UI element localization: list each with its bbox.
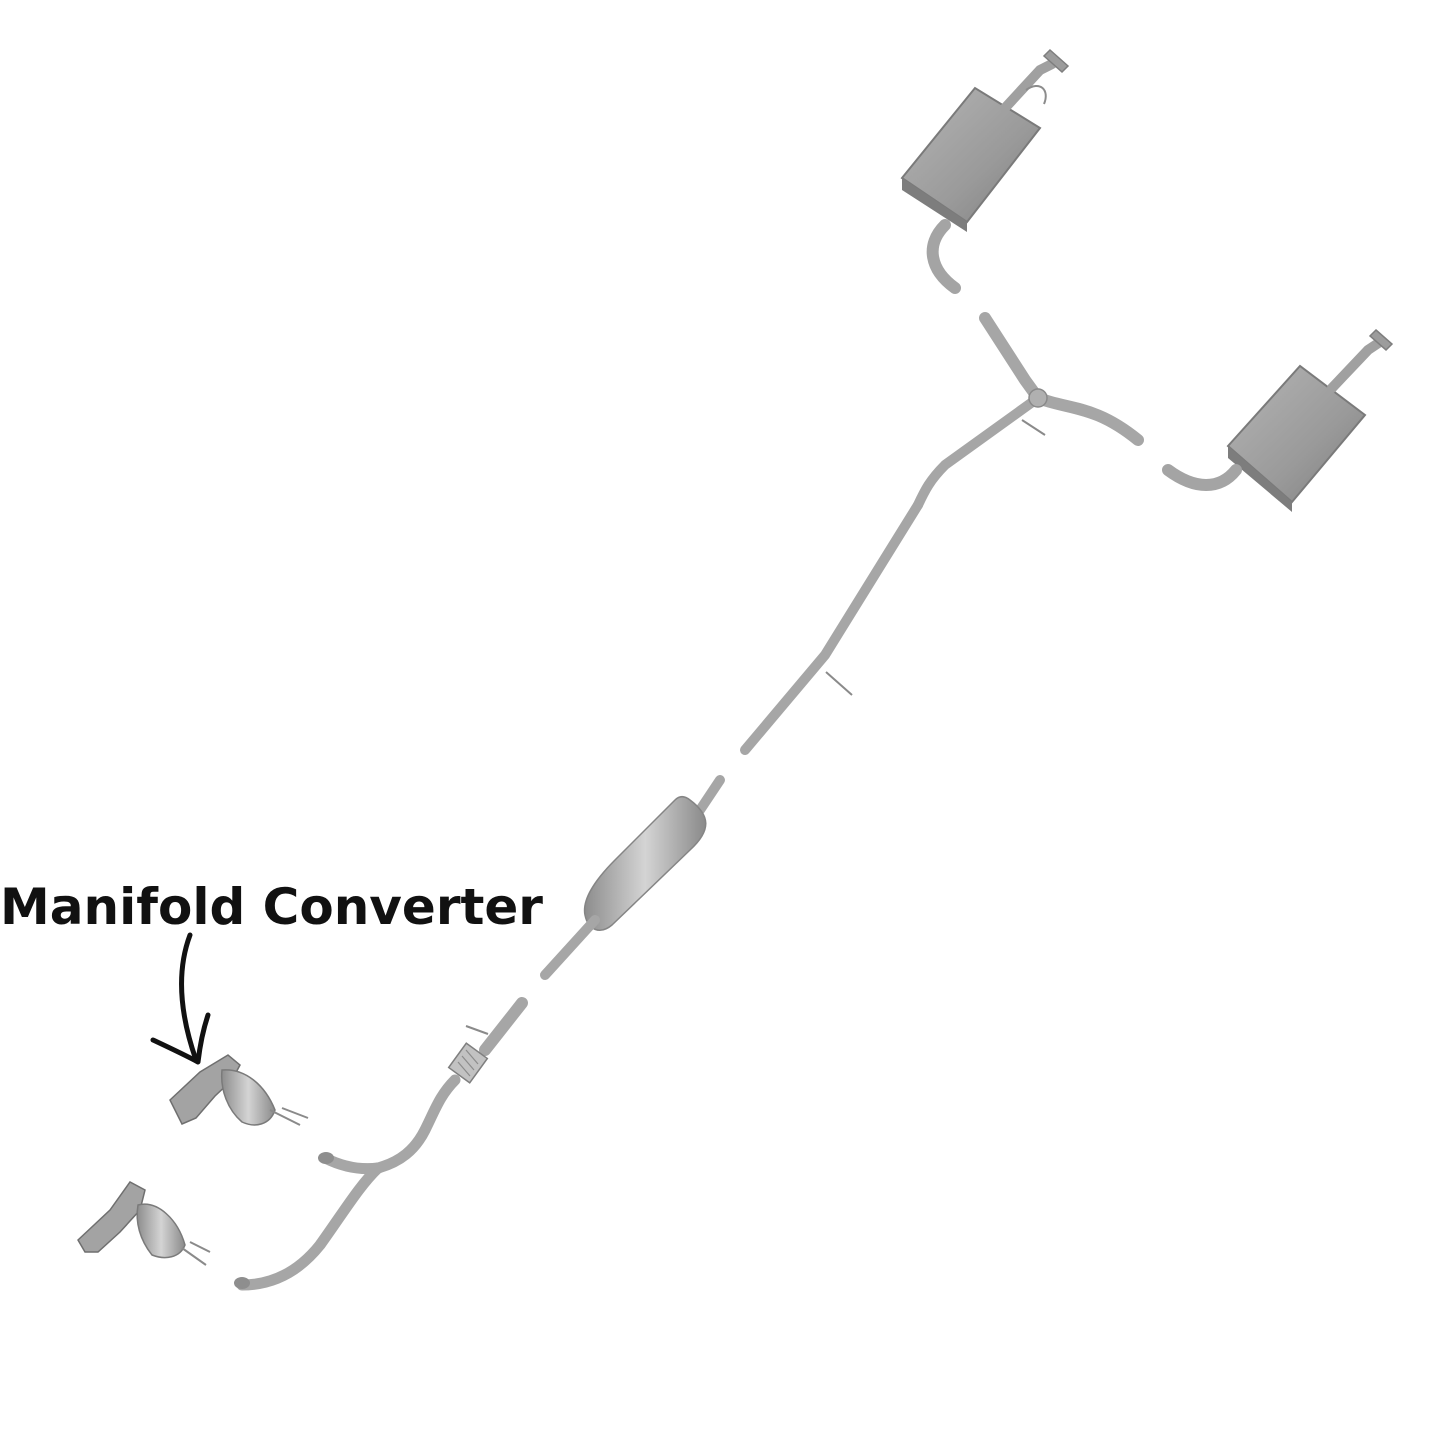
y-pipe-rear [918, 318, 1138, 505]
manifold-converter-label: Manifold Converter [0, 878, 543, 936]
manifold-converter-upper [170, 1055, 308, 1125]
rear-muffler-right [1168, 330, 1392, 512]
rear-muffler-left [902, 50, 1068, 288]
pointer-arrow [153, 935, 208, 1062]
resonator [545, 780, 720, 975]
flex-pipe [449, 1003, 522, 1083]
intermediate-pipe [745, 505, 918, 750]
manifold-converter-lower [78, 1182, 210, 1265]
